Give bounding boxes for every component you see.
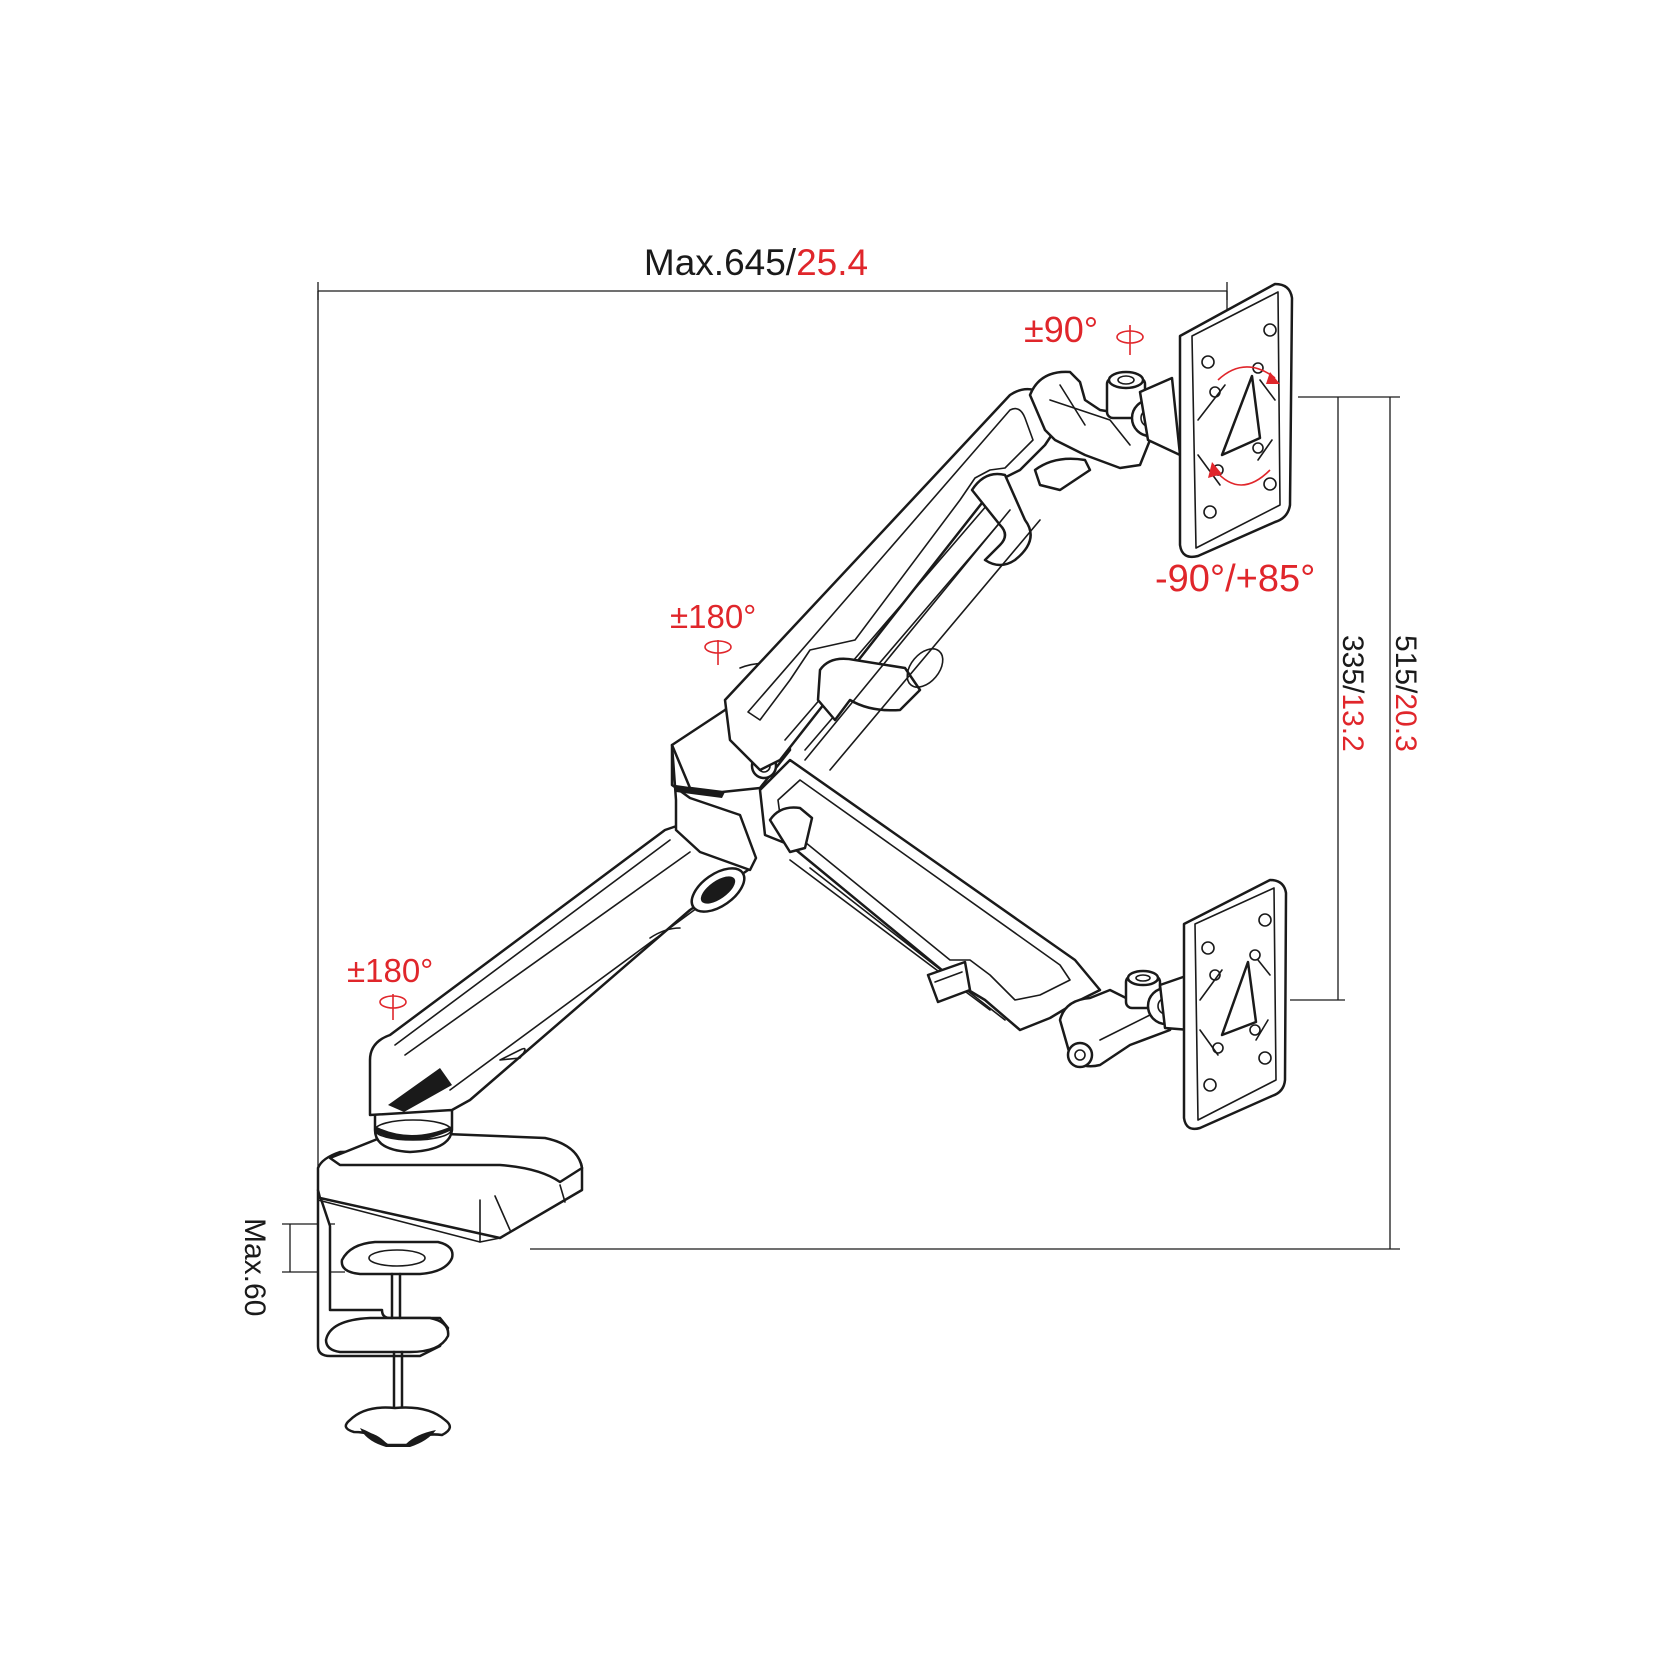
reach-label: Max.645/25.4 [644, 242, 868, 283]
swivel-rotation-icon [379, 994, 407, 1020]
swivel-mid-label: ±180° [670, 598, 756, 635]
rotate-plate-label: -90°/+85° [1155, 558, 1315, 600]
vesa-plate-bottom [1182, 878, 1288, 1131]
lower-arm [368, 816, 750, 1117]
total-height-label: 515/20.3 [1389, 635, 1422, 752]
vesa-head-top [1028, 370, 1182, 492]
clamp-label: Max.60 [238, 1218, 271, 1316]
swivel-rotation-icon [1116, 325, 1144, 355]
upper-arm-extended [723, 387, 1057, 772]
clamp-dimension-line [282, 1223, 345, 1273]
vesa-plate-top [1178, 282, 1294, 559]
total-height-dimension-line [530, 396, 1400, 1250]
min-height-dimension-line [1290, 397, 1345, 1001]
reach-dimension-line [317, 282, 1228, 1190]
desk-clamp [316, 1188, 454, 1447]
min-height-label: 335/13.2 [1336, 635, 1369, 752]
swivel-rotation-icon [704, 640, 732, 665]
tilt-head-label: ±90° [1024, 309, 1098, 350]
arm-base [316, 1108, 584, 1243]
swivel-base-label: ±180° [347, 952, 433, 989]
upper-arm-lowered [758, 758, 1102, 1032]
vesa-head-bottom [1058, 969, 1192, 1069]
